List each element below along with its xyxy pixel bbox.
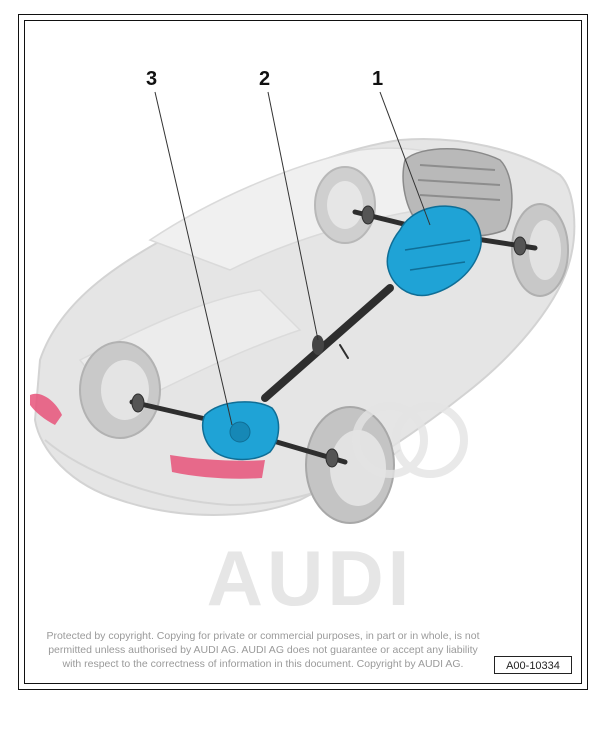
document-number: A00-10334 (494, 656, 572, 674)
callout-leader-lines (154, 91, 431, 426)
copyright-line-2: permitted unless authorised by AUDI AG. … (48, 644, 478, 656)
copyright-notice: Protected by copyright. Copying for priv… (28, 629, 498, 671)
propeller-shaft (261, 284, 394, 402)
inner-frame (24, 20, 582, 684)
callout-3: 3 (146, 68, 158, 90)
outer-frame (18, 14, 588, 690)
callout-2: 2 (259, 68, 271, 90)
copyright-line-3: with respect to the correctness of infor… (62, 658, 464, 670)
front-transmission (386, 205, 482, 297)
callout-1: 1 (372, 68, 384, 90)
audi-watermark: AUDI (207, 534, 414, 622)
tail-lights (30, 393, 265, 479)
rear-final-drive (202, 401, 280, 461)
rear-axle-shafts (129, 393, 348, 468)
wheels (79, 166, 569, 524)
audi-rings-watermark (352, 402, 468, 478)
copyright-line-1: Protected by copyright. Copying for priv… (46, 630, 480, 642)
